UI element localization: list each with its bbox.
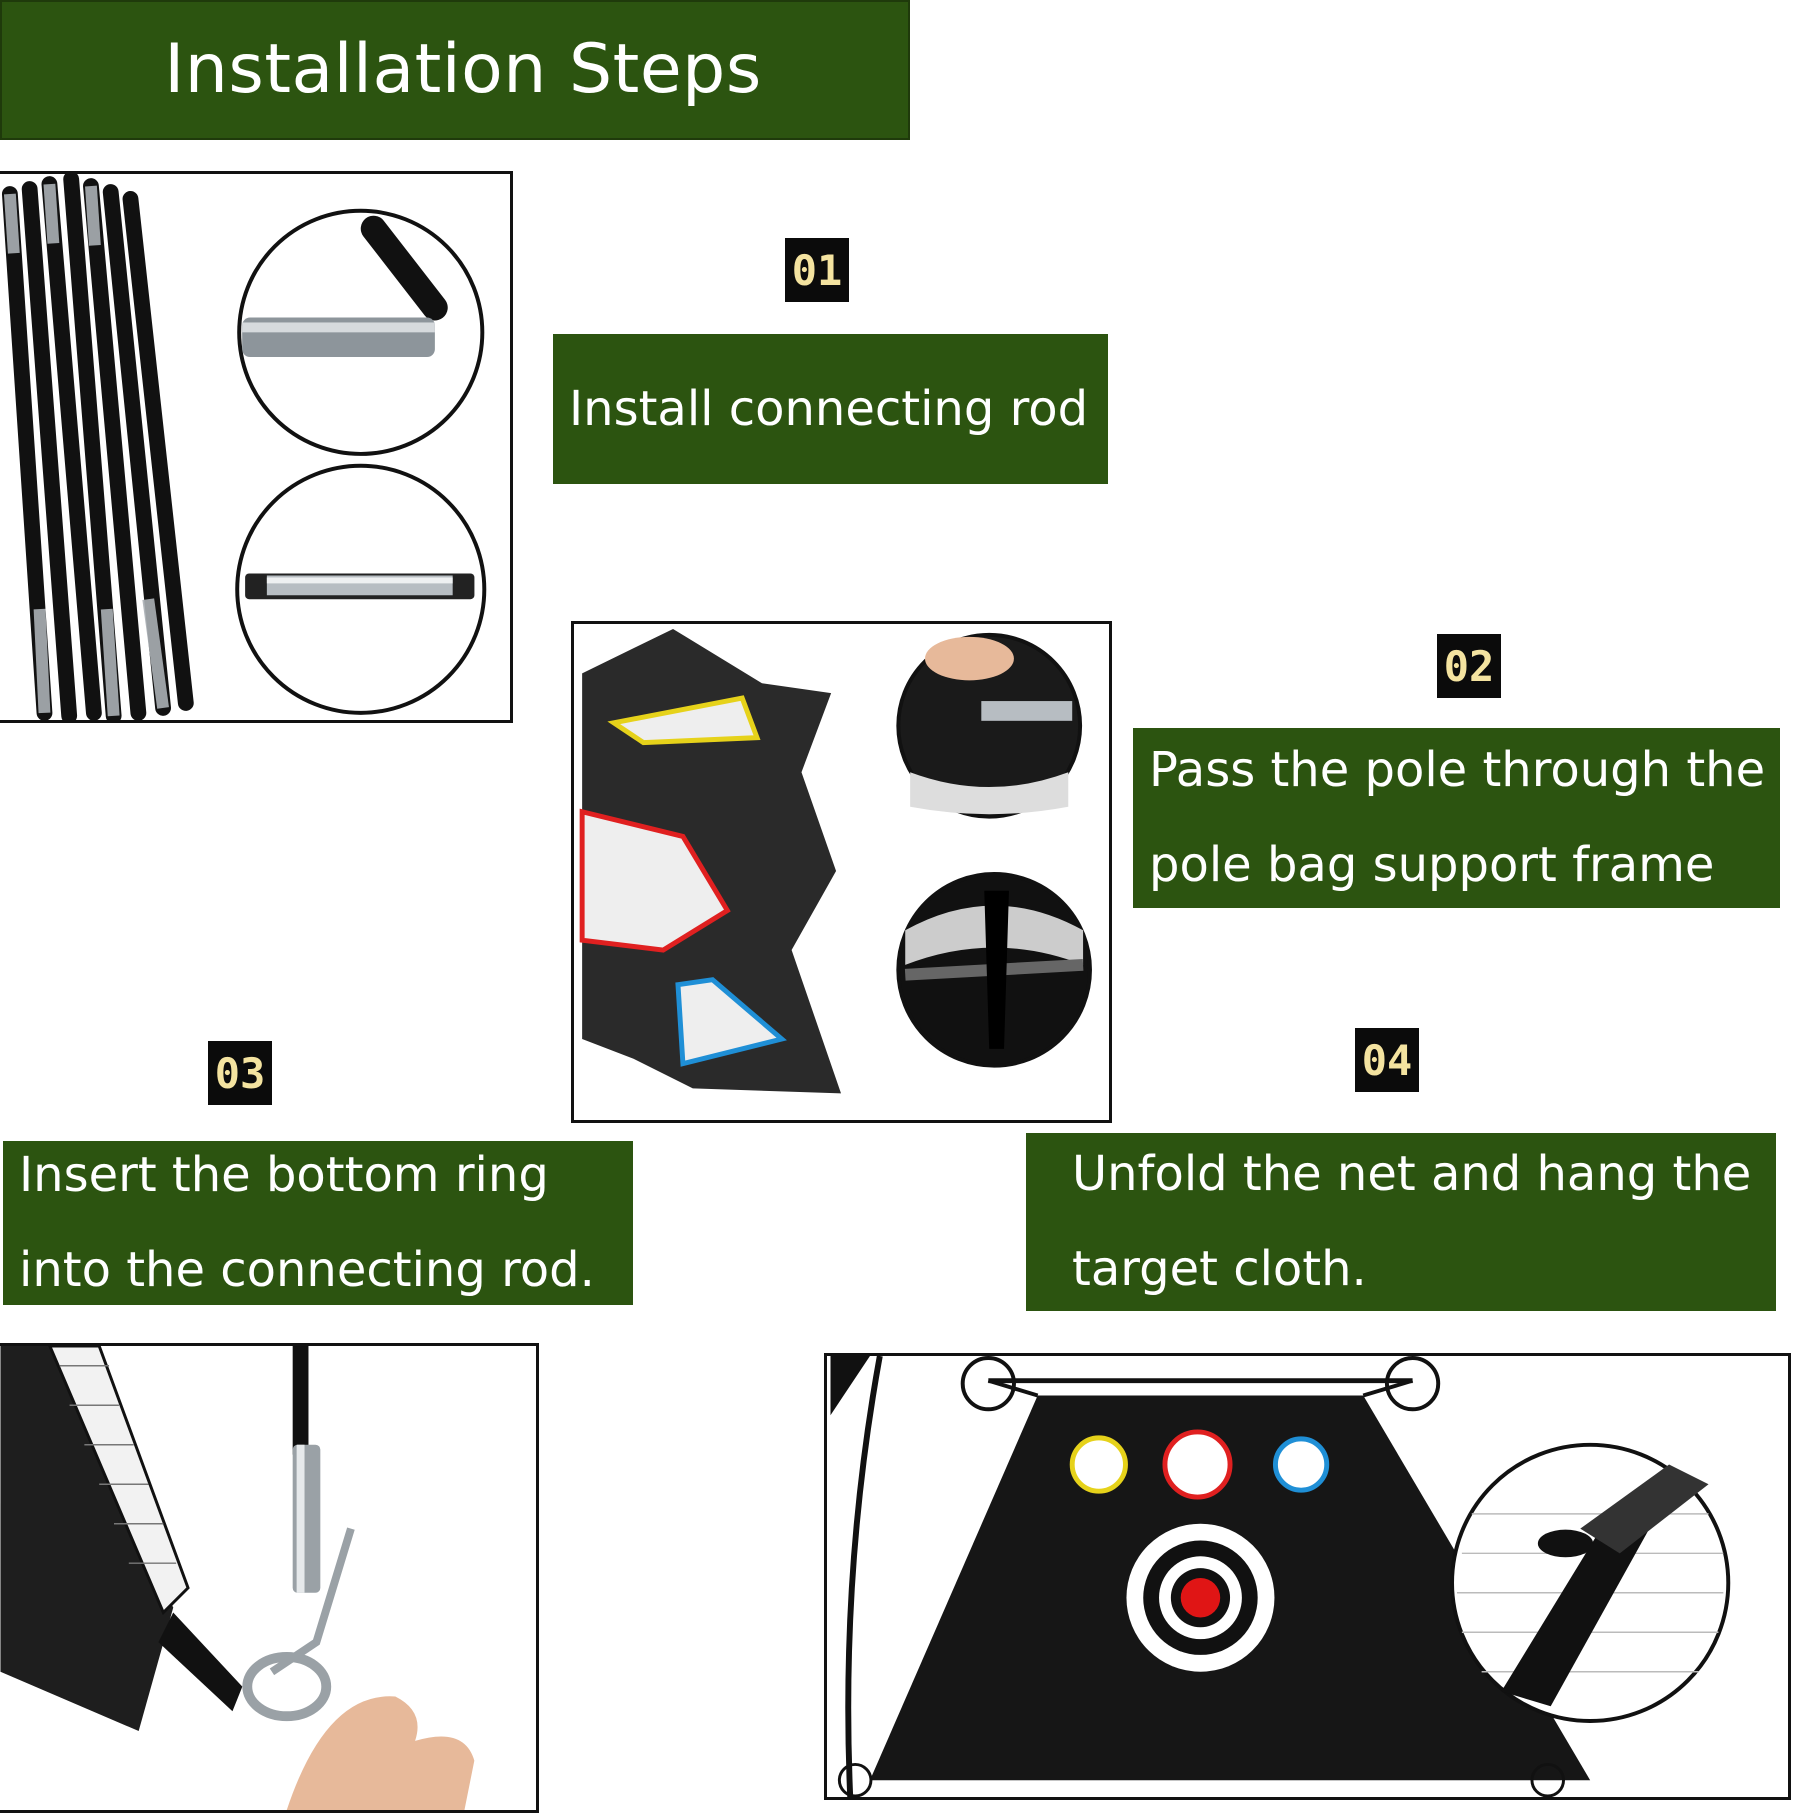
step-number-badge: 02 (1437, 634, 1501, 698)
target-cloth-photo-icon (824, 1353, 1791, 1800)
title-banner: Installation Steps (0, 0, 910, 140)
step-2-text-line-2: pole bag support frame (1149, 837, 1715, 893)
step-1-text: Install connecting rod (569, 380, 1089, 437)
step-4-banner: Unfold the net and hang the target cloth… (1026, 1133, 1776, 1311)
step-2-text-line-1: Pass the pole through the (1149, 742, 1766, 798)
step-3-banner: Insert the bottom ring into the connecti… (3, 1141, 633, 1305)
step-number-badge: 04 (1355, 1028, 1419, 1092)
step-number-badge: 03 (208, 1041, 272, 1105)
step-2-banner: Pass the pole through the pole bag suppo… (1133, 728, 1780, 908)
bottom-ring-photo-icon (0, 1343, 539, 1813)
step-3-text-line-1: Insert the bottom ring (19, 1147, 549, 1203)
step-number-badge: 01 (785, 238, 849, 302)
step-1-banner: Install connecting rod (553, 334, 1108, 484)
step-4-text-line-2: target cloth. (1072, 1241, 1367, 1297)
pole-bag-photo-icon (571, 621, 1112, 1123)
page-title: Installation Steps (164, 30, 762, 109)
step-3-text-line-2: into the connecting rod. (19, 1242, 595, 1298)
step-4-text-line-1: Unfold the net and hang the (1072, 1146, 1752, 1202)
rods-photo-icon (0, 171, 513, 723)
